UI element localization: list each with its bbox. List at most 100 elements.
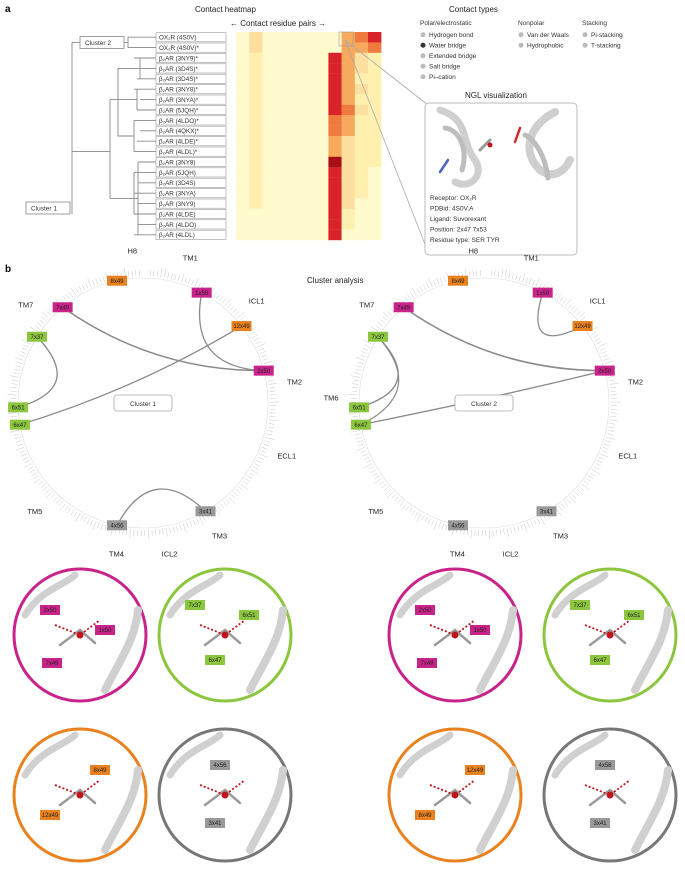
heatmap-cell[interactable]	[302, 42, 315, 53]
heatmap-cell[interactable]	[289, 209, 302, 220]
heatmap-cell[interactable]	[249, 136, 262, 147]
heatmap-cell[interactable]	[355, 230, 368, 241]
heatmap-cell[interactable]	[328, 94, 341, 105]
heatmap-cell[interactable]	[236, 63, 249, 74]
heatmap-cell[interactable]	[249, 42, 262, 53]
heatmap-cell[interactable]	[355, 32, 368, 43]
heatmap-cell[interactable]	[355, 146, 368, 157]
heatmap-cell[interactable]	[342, 94, 355, 105]
heatmap-cell[interactable]	[342, 230, 355, 241]
heatmap-cell[interactable]	[289, 178, 302, 189]
heatmap-cell[interactable]	[289, 230, 302, 241]
heatmap-cell[interactable]	[276, 84, 289, 95]
heatmap-cell[interactable]	[262, 105, 275, 116]
heatmap-cell[interactable]	[289, 94, 302, 105]
heatmap-cell[interactable]	[249, 74, 262, 85]
heatmap-cell[interactable]	[355, 105, 368, 116]
heatmap-cell[interactable]	[276, 115, 289, 126]
heatmap-cell[interactable]	[302, 94, 315, 105]
heatmap-cell[interactable]	[328, 146, 341, 157]
heatmap-cell[interactable]	[355, 63, 368, 74]
heatmap-cell[interactable]	[315, 219, 328, 230]
heatmap-cell[interactable]	[302, 219, 315, 230]
heatmap-cell[interactable]	[262, 146, 275, 157]
heatmap-cell[interactable]	[355, 53, 368, 64]
heatmap-cell[interactable]	[315, 188, 328, 199]
heatmap-cell[interactable]	[368, 188, 381, 199]
heatmap-cell[interactable]	[328, 53, 341, 64]
heatmap-cell[interactable]	[276, 157, 289, 168]
heatmap-cell[interactable]	[276, 230, 289, 241]
heatmap-cell[interactable]	[368, 146, 381, 157]
heatmap-cell[interactable]	[302, 230, 315, 241]
heatmap-cell[interactable]	[355, 157, 368, 168]
heatmap-cell[interactable]	[355, 136, 368, 147]
heatmap-cell[interactable]	[328, 209, 341, 220]
heatmap-cell[interactable]	[355, 167, 368, 178]
heatmap-cell[interactable]	[236, 198, 249, 209]
heatmap-cell[interactable]	[289, 105, 302, 116]
heatmap-cell[interactable]	[289, 146, 302, 157]
heatmap-cell[interactable]	[368, 42, 381, 53]
heatmap-cell[interactable]	[262, 188, 275, 199]
heatmap-cell[interactable]	[328, 115, 341, 126]
heatmap-cell[interactable]	[302, 209, 315, 220]
heatmap-cell[interactable]	[289, 53, 302, 64]
heatmap-cell[interactable]	[236, 178, 249, 189]
heatmap-cell[interactable]	[276, 178, 289, 189]
heatmap-cell[interactable]	[315, 178, 328, 189]
heatmap-cell[interactable]	[342, 146, 355, 157]
heatmap-cell[interactable]	[355, 42, 368, 53]
heatmap-cell[interactable]	[302, 167, 315, 178]
heatmap-cell[interactable]	[236, 74, 249, 85]
heatmap-cell[interactable]	[276, 146, 289, 157]
heatmap-cell[interactable]	[368, 105, 381, 116]
heatmap-cell[interactable]	[276, 94, 289, 105]
heatmap-cell[interactable]	[302, 53, 315, 64]
contact-edge[interactable]	[117, 489, 205, 525]
heatmap-cell[interactable]	[328, 126, 341, 137]
heatmap-cell[interactable]	[249, 32, 262, 43]
heatmap-cell[interactable]	[342, 74, 355, 85]
heatmap-cell[interactable]	[236, 94, 249, 105]
heatmap-cell[interactable]	[276, 74, 289, 85]
heatmap-cell[interactable]	[342, 188, 355, 199]
heatmap-cell[interactable]	[289, 198, 302, 209]
heatmap-cell[interactable]	[276, 198, 289, 209]
heatmap-cell[interactable]	[262, 42, 275, 53]
heatmap-cell[interactable]	[368, 198, 381, 209]
heatmap-cell[interactable]	[289, 188, 302, 199]
heatmap-cell[interactable]	[315, 157, 328, 168]
heatmap-cell[interactable]	[315, 94, 328, 105]
heatmap-cell[interactable]	[302, 74, 315, 85]
heatmap-cell[interactable]	[302, 126, 315, 137]
heatmap-cell[interactable]	[328, 178, 341, 189]
heatmap-cell[interactable]	[262, 63, 275, 74]
heatmap-cell[interactable]	[276, 209, 289, 220]
heatmap-cell[interactable]	[368, 74, 381, 85]
heatmap-cell[interactable]	[328, 230, 341, 241]
heatmap-cell[interactable]	[249, 167, 262, 178]
heatmap-cell[interactable]	[249, 198, 262, 209]
heatmap-cell[interactable]	[328, 167, 341, 178]
heatmap-cell[interactable]	[342, 126, 355, 137]
heatmap-cell[interactable]	[262, 74, 275, 85]
heatmap-cell[interactable]	[289, 32, 302, 43]
heatmap-cell[interactable]	[302, 115, 315, 126]
heatmap-cell[interactable]	[328, 219, 341, 230]
heatmap-cell[interactable]	[302, 84, 315, 95]
heatmap-cell[interactable]	[249, 178, 262, 189]
heatmap-cell[interactable]	[249, 105, 262, 116]
heatmap-cell[interactable]	[315, 146, 328, 157]
heatmap-cell[interactable]	[249, 157, 262, 168]
heatmap-cell[interactable]	[262, 84, 275, 95]
heatmap-cell[interactable]	[342, 115, 355, 126]
heatmap-cell[interactable]	[355, 84, 368, 95]
heatmap-cell[interactable]	[249, 126, 262, 137]
heatmap-cell[interactable]	[302, 198, 315, 209]
heatmap-cell[interactable]	[342, 167, 355, 178]
heatmap-cell[interactable]	[236, 32, 249, 43]
heatmap-cell[interactable]	[289, 219, 302, 230]
heatmap-cell[interactable]	[355, 198, 368, 209]
heatmap-cell[interactable]	[236, 126, 249, 137]
